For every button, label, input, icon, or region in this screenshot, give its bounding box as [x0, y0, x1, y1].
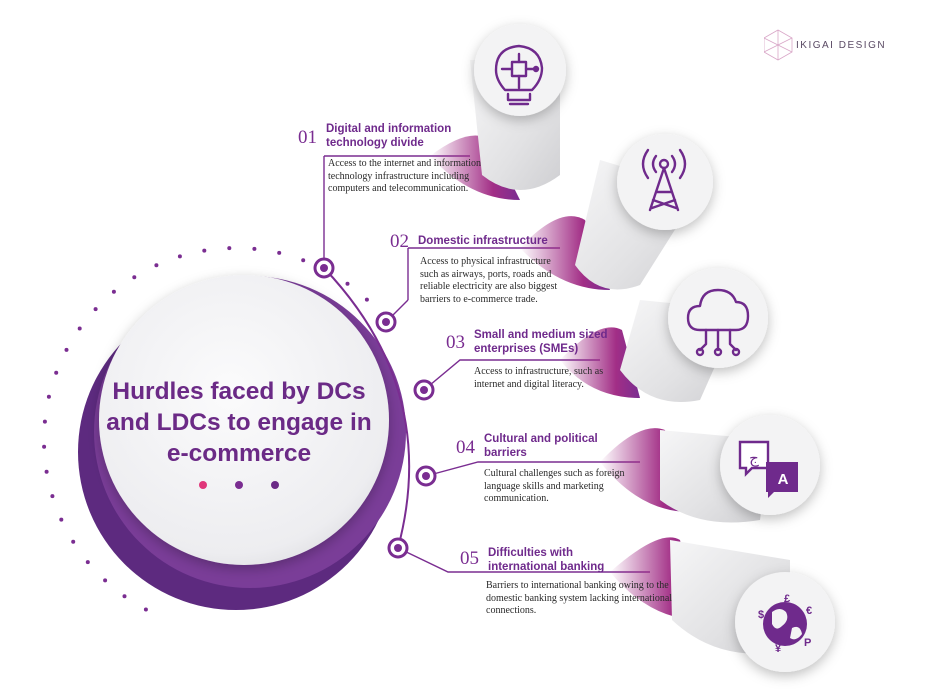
item-04-description: Cultural challenges such as foreign lang…: [484, 468, 625, 504]
decorative-dot: [85, 560, 90, 565]
dot-pink: [199, 481, 207, 489]
diagram-title: Hurdles faced by DCs and LDCs to engage …: [106, 378, 372, 467]
decorative-dot: [59, 517, 64, 522]
dot-purple-2: [271, 481, 279, 489]
svg-text:P: P: [804, 637, 811, 649]
decorative-dot: [177, 254, 182, 259]
pill-03: [560, 268, 768, 402]
logo-text: IKIGAI DESIGN: [796, 40, 887, 51]
decorative-dot: [227, 246, 232, 251]
item-03-heading: Small and medium sized enterprises (SMEs…: [474, 329, 608, 355]
svg-text:£: £: [784, 593, 790, 605]
item-01-heading: Digital and information technology divid…: [326, 123, 452, 149]
decorative-dot: [364, 297, 369, 302]
arabic-glyph: ج: [749, 449, 759, 468]
svg-text:€: €: [806, 605, 812, 617]
decorative-dot: [277, 250, 282, 255]
item-01-number: 01: [298, 127, 317, 148]
decorative-dot: [252, 246, 257, 251]
decorative-dot-arc: [42, 246, 387, 612]
svg-text:$: $: [758, 609, 764, 621]
decorative-dot: [154, 263, 159, 268]
antenna-tower-icon: [641, 148, 687, 212]
decorative-dot: [301, 258, 306, 263]
pill-01: [430, 24, 566, 200]
timeline-nodes: [313, 257, 437, 559]
item-02-description: Access to physical infrastructure such a…: [420, 256, 558, 305]
ikigai-logo: [764, 29, 793, 61]
translation-icon: [738, 440, 798, 498]
decorative-dot: [44, 469, 49, 474]
item-04-heading: Cultural and political barriers: [484, 433, 598, 459]
item-04-number: 04: [456, 437, 475, 458]
item-02-number: 02: [390, 231, 409, 252]
decorative-dot: [77, 326, 82, 331]
decorative-dot: [42, 444, 47, 449]
decorative-dot: [103, 578, 108, 583]
connector-arc: [323, 267, 411, 549]
decorative-dot: [50, 494, 55, 499]
decorative-dot: [143, 607, 148, 612]
decorative-dot: [122, 594, 127, 599]
dot-purple-1: [235, 481, 243, 489]
globe-currency-icon: [763, 602, 807, 646]
decorative-dot: [111, 289, 116, 294]
cloud-network-icon: [686, 288, 750, 357]
decorative-dot: [71, 539, 76, 544]
decorative-dot: [345, 281, 350, 286]
pill-05: [610, 537, 835, 672]
decorative-dot: [93, 307, 98, 312]
svg-text:¥: ¥: [775, 643, 782, 655]
decorative-dot: [46, 394, 51, 399]
item-05-description: Barriers to international banking owing …: [486, 580, 673, 616]
decorative-dot: [202, 248, 207, 253]
currency-symbols: $ £ € ¥ P: [758, 593, 812, 655]
decorative-dot: [64, 347, 69, 352]
item-05-heading: Difficulties with international banking: [488, 547, 605, 573]
decorative-dot: [42, 419, 47, 424]
item-02-heading: Domestic infrastructure: [418, 235, 548, 247]
item-01-description: Access to the internet and information t…: [328, 158, 482, 194]
lightbulb-circuit-icon: [494, 44, 544, 106]
item-05-number: 05: [460, 548, 479, 569]
item-03-description: Access to infrastructure, such as intern…: [474, 366, 604, 390]
item-03-number: 03: [446, 332, 465, 353]
decorative-dot: [54, 370, 59, 375]
main-circle: [99, 275, 389, 565]
decorative-dot: [132, 275, 137, 280]
latin-glyph: A: [778, 471, 789, 488]
